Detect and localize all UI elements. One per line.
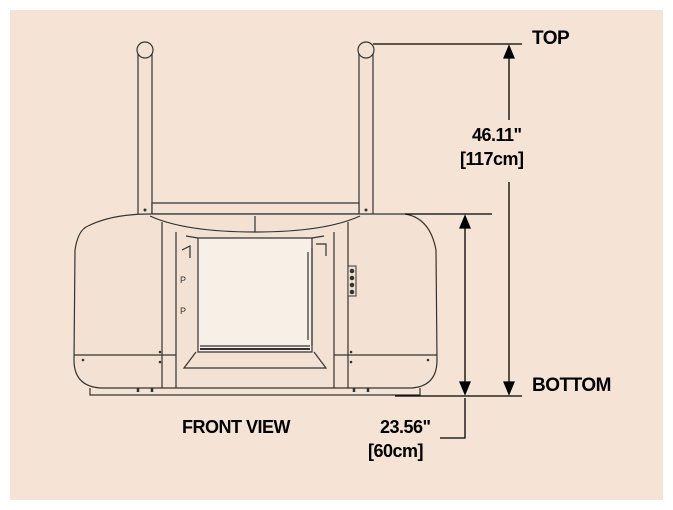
- control-indicators: [347, 265, 357, 297]
- body-height-inches: 23.56": [380, 417, 431, 437]
- view-title: FRONT VIEW: [182, 417, 291, 437]
- top-deck: [151, 202, 360, 215]
- overall-height-cm: [117cm]: [460, 149, 524, 169]
- side-marking-2: P: [180, 306, 186, 316]
- central-opening: [197, 237, 313, 353]
- overall-height-inches: 46.11": [472, 125, 522, 145]
- bottom-label: BOTTOM: [532, 375, 611, 396]
- body-height-cm: [60cm]: [368, 441, 424, 461]
- overall-height-dimension: [503, 44, 515, 396]
- right-handle: [357, 41, 375, 217]
- side-marking-1: P: [180, 275, 186, 285]
- left-handle: [136, 41, 154, 217]
- body-height-dimension: [440, 214, 471, 439]
- top-label: TOP: [532, 28, 570, 49]
